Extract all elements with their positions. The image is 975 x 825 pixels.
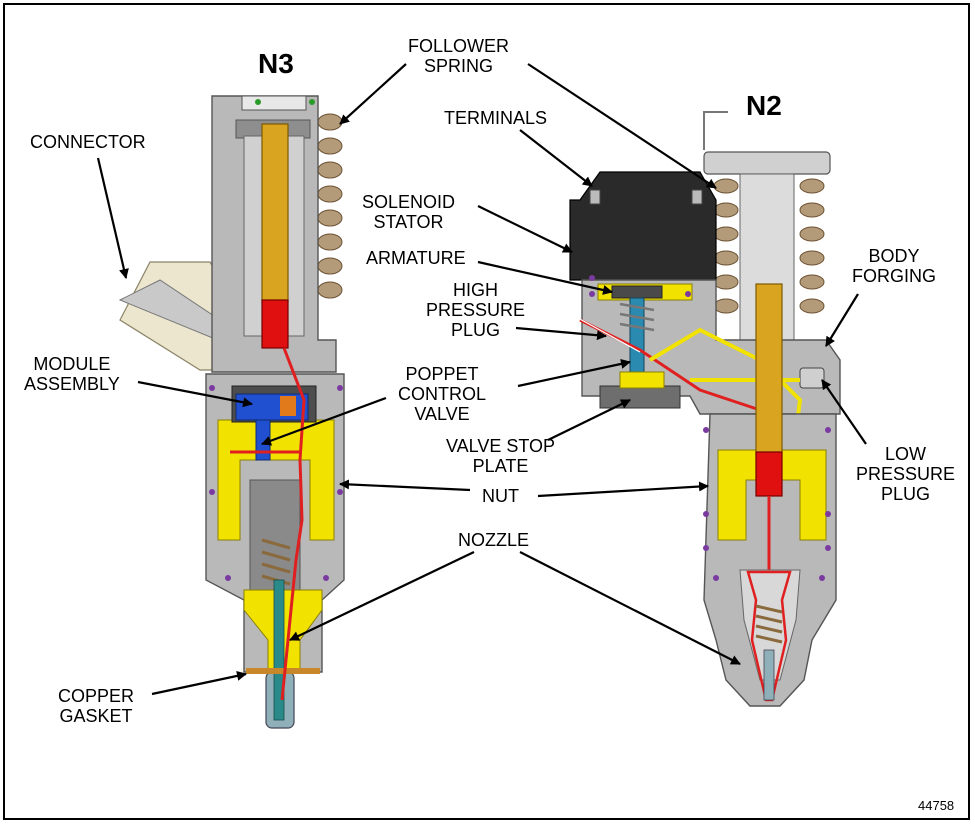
n2-injector bbox=[569, 111, 841, 707]
leader-copper-gasket bbox=[151, 670, 247, 696]
label-follower-spring: FOLLOWER SPRING bbox=[408, 36, 509, 76]
label-poppet-control-valve-line3: VALVE bbox=[414, 404, 470, 424]
label-low-pressure-plug-line3: PLUG bbox=[881, 484, 931, 504]
label-follower-spring-line2: SPRING bbox=[424, 56, 494, 76]
leader-module-assembly bbox=[137, 380, 253, 408]
leader-follower-spring-n2 bbox=[527, 63, 717, 189]
n3-module-assembly bbox=[235, 393, 309, 421]
label-module-assembly-line2: ASSEMBLY bbox=[24, 374, 120, 394]
leader-valve-stop-plate bbox=[547, 399, 631, 441]
label-body-forging-line2: FORGING bbox=[852, 266, 936, 286]
n3-title: N3 bbox=[258, 48, 294, 79]
label-high-pressure-plug: HIGH PRESSURE PLUG bbox=[426, 280, 525, 340]
label-solenoid-stator-line2: STATOR bbox=[373, 212, 444, 232]
leader-high-pressure-plug bbox=[515, 326, 607, 341]
label-follower-spring-line1: FOLLOWER bbox=[408, 36, 510, 56]
label-module-assembly: MODULE ASSEMBLY bbox=[24, 354, 120, 394]
n2-plunger bbox=[755, 283, 783, 455]
label-armature-line1: ARMATURE bbox=[366, 248, 466, 268]
label-high-pressure-plug-line3: PLUG bbox=[451, 320, 501, 340]
figure-number: 44758 bbox=[918, 798, 955, 813]
leader-nozzle-n3 bbox=[289, 551, 475, 641]
label-body-forging: BODY FORGING bbox=[852, 246, 936, 286]
label-solenoid-stator: SOLENOID STATOR bbox=[362, 192, 455, 232]
label-nut: NUT bbox=[482, 486, 519, 506]
n2-plunger-tip bbox=[755, 451, 783, 497]
leader-nut-n2 bbox=[537, 481, 709, 498]
leader-poppet-control-valve-n3 bbox=[261, 396, 387, 446]
label-high-pressure-plug-line2: PRESSURE bbox=[426, 300, 526, 320]
label-connector-line1: CONNECTOR bbox=[30, 132, 146, 152]
n2-follower-spring bbox=[713, 178, 825, 314]
leader-body-forging bbox=[825, 293, 859, 347]
label-poppet-control-valve: POPPET CONTROL VALVE bbox=[398, 364, 486, 424]
n3-plunger-tip bbox=[261, 299, 289, 349]
leader-low-pressure-plug bbox=[821, 379, 867, 445]
label-armature: ARMATURE bbox=[366, 248, 466, 268]
label-low-pressure-plug-line2: PRESSURE bbox=[856, 464, 956, 484]
n2-poppet-valve bbox=[629, 297, 645, 379]
leader-solenoid-stator bbox=[477, 205, 573, 253]
n3-injector bbox=[118, 95, 345, 729]
label-nozzle-line1: NOZZLE bbox=[458, 530, 530, 550]
leader-poppet-control-valve-n2 bbox=[517, 358, 631, 388]
label-valve-stop-plate-line2: PLATE bbox=[472, 456, 529, 476]
label-connector: CONNECTOR bbox=[30, 132, 146, 152]
leader-nozzle-n2 bbox=[519, 551, 741, 665]
label-high-pressure-plug-line1: HIGH bbox=[453, 280, 499, 300]
label-solenoid-stator-line1: SOLENOID bbox=[362, 192, 456, 212]
n3-plunger bbox=[261, 123, 289, 303]
n2-low-pressure-plug bbox=[799, 367, 825, 389]
label-poppet-control-valve-line2: CONTROL bbox=[398, 384, 487, 404]
n2-solenoid-stator bbox=[569, 171, 717, 281]
label-body-forging-line1: BODY bbox=[868, 246, 920, 266]
leader-terminals bbox=[519, 129, 593, 187]
leader-nut-n3 bbox=[339, 479, 471, 492]
label-low-pressure-plug: LOW PRESSURE PLUG bbox=[856, 444, 955, 504]
label-low-pressure-plug-line1: LOW bbox=[885, 444, 927, 464]
label-module-assembly-line1: MODULE bbox=[33, 354, 111, 374]
leader-lines bbox=[96, 63, 867, 696]
label-poppet-control-valve-line1: POPPET bbox=[405, 364, 479, 384]
leader-armature bbox=[477, 260, 613, 295]
n3-fuel-line bbox=[280, 347, 306, 701]
label-terminals: TERMINALS bbox=[444, 108, 547, 128]
leader-connector bbox=[96, 157, 129, 279]
label-nut-line1: NUT bbox=[482, 486, 519, 506]
leader-follower-spring-n3 bbox=[339, 63, 407, 125]
n2-valve-stop-plate bbox=[599, 385, 681, 409]
label-valve-stop-plate: VALVE STOP PLATE bbox=[446, 436, 555, 476]
n2-title: N2 bbox=[746, 90, 782, 121]
n3-copper-gasket bbox=[246, 668, 320, 674]
label-copper-gasket: COPPER GASKET bbox=[58, 686, 134, 726]
label-copper-gasket-line2: GASKET bbox=[59, 706, 133, 726]
label-terminals-line1: TERMINALS bbox=[444, 108, 548, 128]
label-copper-gasket-line1: COPPER bbox=[58, 686, 135, 706]
label-nozzle: NOZZLE bbox=[458, 530, 529, 550]
n2-armature bbox=[611, 285, 663, 299]
label-valve-stop-plate-line1: VALVE STOP bbox=[446, 436, 556, 456]
diagram-frame bbox=[3, 3, 970, 820]
